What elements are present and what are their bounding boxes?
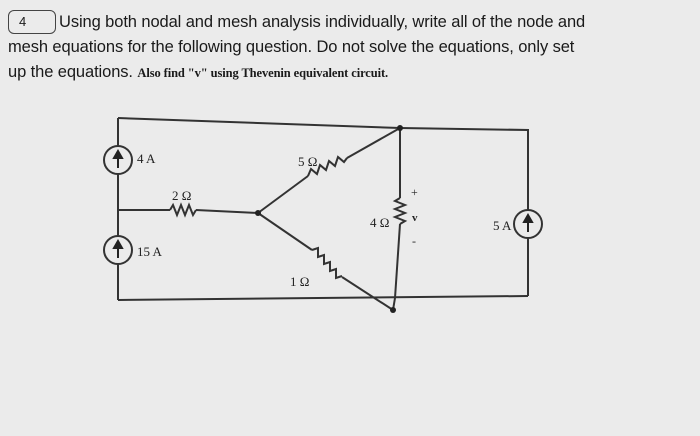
label-15a: 15 A bbox=[137, 244, 163, 259]
node-center bbox=[255, 210, 261, 216]
wire-1ohm-to-node bbox=[341, 276, 394, 311]
wire-to-center bbox=[195, 209, 259, 214]
wire-4ohm-bottom bbox=[392, 223, 401, 311]
label-5a: 5 A bbox=[493, 218, 512, 233]
label-4a: 4 A bbox=[137, 151, 156, 166]
label-1ohm: 1 Ω bbox=[290, 274, 309, 289]
label-v-minus: - bbox=[412, 234, 416, 248]
question-number-badge: 4 bbox=[8, 10, 56, 34]
bottom-wire bbox=[117, 295, 529, 301]
question-line-1: Using both nodal and mesh analysis indiv… bbox=[59, 13, 586, 31]
label-4ohm: 4 Ω bbox=[370, 215, 389, 230]
wire-5ohm-to-node bbox=[346, 127, 401, 159]
resistor-5ohm bbox=[307, 155, 348, 177]
question-line-2: mesh equations for the following questio… bbox=[8, 38, 575, 56]
label-5ohm: 5 Ω bbox=[298, 154, 317, 169]
label-2ohm: 2 Ω bbox=[172, 188, 191, 203]
label-v-plus: + bbox=[411, 185, 418, 199]
wire-center-to-5ohm bbox=[257, 175, 309, 214]
resistor-1ohm bbox=[311, 246, 343, 280]
thevenin-instruction: Also find "v" using Thevenin equivalent … bbox=[137, 66, 389, 80]
node-top-right bbox=[397, 125, 403, 131]
top-wire bbox=[117, 117, 401, 129]
arrowhead-up-icon bbox=[522, 212, 534, 223]
label-v: v bbox=[412, 212, 418, 224]
resistor-4ohm bbox=[392, 197, 408, 225]
arrowhead-up-icon bbox=[112, 148, 124, 159]
question-line-3: up the equations. bbox=[8, 63, 133, 81]
resistor-2ohm bbox=[169, 202, 197, 218]
right-wire bbox=[399, 127, 529, 210]
wire-center-to-1ohm bbox=[257, 212, 313, 251]
arrowhead-up-icon bbox=[112, 238, 124, 249]
node-bottom-right bbox=[390, 307, 396, 313]
